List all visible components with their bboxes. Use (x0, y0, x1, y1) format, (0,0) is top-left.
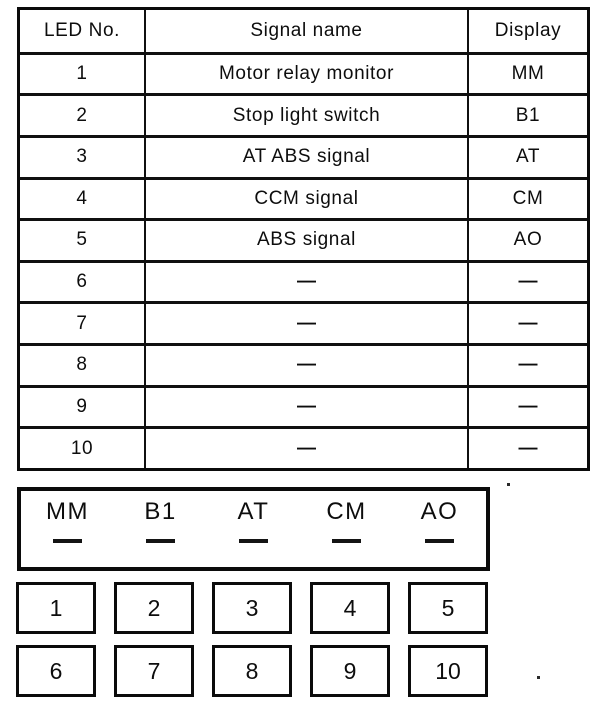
cell-led-no: 3 (76, 146, 88, 168)
cell-led-no: 1 (76, 62, 88, 84)
cell-led-no: 7 (76, 312, 88, 334)
cell-display: — (467, 304, 587, 344)
table-row: 2 Stop light switch B1 (20, 93, 587, 135)
table-row: 8 — — (20, 343, 587, 385)
cell-led-no: 2 (76, 104, 88, 126)
cell-led-no: 4 (76, 187, 88, 209)
led-indicator-cm: CM (300, 491, 393, 567)
selector-box-2: 2 (114, 582, 194, 634)
cell-led-no: 10 (70, 437, 94, 459)
cell-display: CM (467, 179, 587, 219)
selector-box-row-2: 6 7 8 9 10 (16, 645, 489, 697)
header-led-no: LED No. (43, 19, 120, 41)
led-label: AO (420, 498, 459, 525)
cell-led-no: 9 (76, 396, 88, 418)
led-indicator-mm: MM (21, 491, 114, 567)
cell-signal-name: CCM signal (144, 179, 467, 219)
led-display-panel: MM B1 AT CM AO (17, 487, 490, 571)
table-row: 4 CCM signal CM (20, 176, 587, 219)
led-indicator-ao: AO (393, 491, 486, 567)
cell-display: MM (467, 54, 587, 94)
table-row: 5 ABS signal AO (20, 218, 587, 260)
cell-signal-name: — (144, 304, 467, 344)
cell-signal-name: AT ABS signal (144, 137, 467, 177)
table-header-row: LED No. Signal name Display (20, 10, 587, 52)
cell-display: B1 (467, 96, 587, 135)
cell-led-no: 5 (76, 229, 88, 251)
selector-box-4: 4 (310, 582, 390, 634)
led-segment-dash (332, 539, 361, 543)
cell-led-no: 6 (76, 271, 88, 293)
scan-speck (507, 483, 510, 486)
led-segment-dash (239, 539, 268, 543)
cell-signal-name: ABS signal (144, 221, 467, 260)
cell-display: — (467, 262, 587, 302)
table-row: 9 — — (20, 384, 587, 427)
led-signal-table: LED No. Signal name Display 1 Motor rela… (17, 7, 590, 471)
selector-box-1: 1 (16, 582, 96, 634)
led-segment-dash (425, 539, 454, 543)
cell-display: AO (467, 221, 587, 260)
cell-signal-name: Stop light switch (144, 96, 467, 135)
cell-display: — (467, 346, 587, 385)
header-display: Display (467, 10, 587, 52)
table-row: 7 — — (20, 301, 587, 344)
table-row: 6 — — (20, 259, 587, 302)
header-signal-name: Signal name (144, 10, 467, 52)
selector-box-10: 10 (408, 645, 488, 697)
led-label: AT (237, 498, 270, 525)
scan-speck (537, 676, 540, 679)
cell-display: — (467, 387, 587, 427)
selector-box-row-1: 1 2 3 4 5 (16, 582, 489, 634)
cell-signal-name: — (144, 429, 467, 468)
led-indicator-at: AT (207, 491, 300, 567)
cell-led-no: 8 (76, 354, 88, 376)
table-row: 3 AT ABS signal AT (20, 134, 587, 177)
cell-display: AT (467, 137, 587, 177)
selector-box-9: 9 (310, 645, 390, 697)
table-row: 1 Motor relay monitor MM (20, 51, 587, 94)
cell-signal-name: Motor relay monitor (144, 54, 467, 94)
selector-box-8: 8 (212, 645, 292, 697)
cell-signal-name: — (144, 262, 467, 302)
selector-box-6: 6 (16, 645, 96, 697)
cell-display: — (467, 429, 587, 468)
selector-box-7: 7 (114, 645, 194, 697)
selector-box-3: 3 (212, 582, 292, 634)
led-segment-dash (146, 539, 175, 543)
cell-signal-name: — (144, 387, 467, 427)
led-indicator-b1: B1 (114, 491, 207, 567)
led-segment-dash (53, 539, 82, 543)
led-label: MM (46, 498, 89, 525)
led-label: B1 (144, 498, 177, 525)
cell-signal-name: — (144, 346, 467, 385)
selector-box-5: 5 (408, 582, 488, 634)
table-row: 10 — — (20, 426, 587, 468)
led-label: CM (326, 498, 367, 525)
